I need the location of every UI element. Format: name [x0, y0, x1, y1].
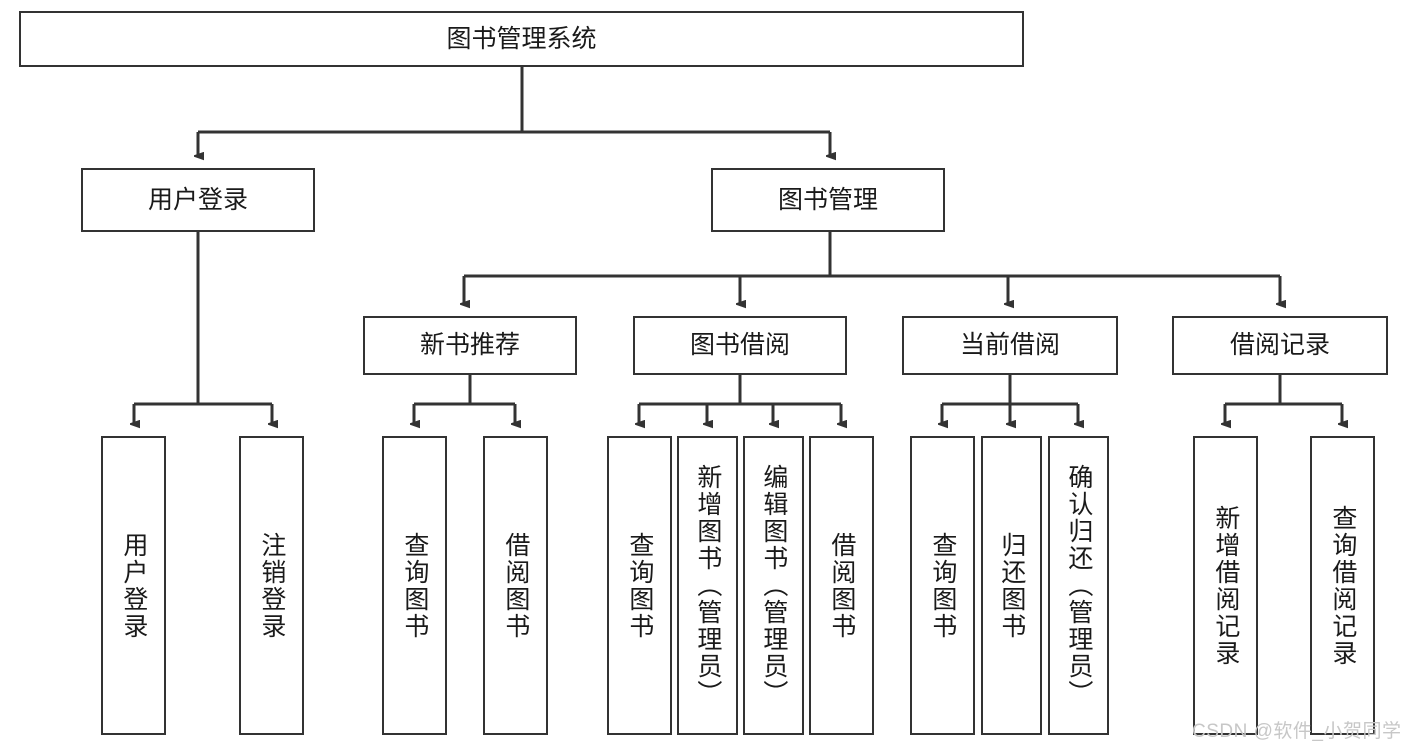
node-label: 用户登录 [119, 531, 148, 640]
leaf-records-add-record[interactable]: 新增借阅记录 [1193, 436, 1258, 735]
node-label: 借阅记录 [1229, 331, 1330, 360]
node-label: 查询图书 [928, 531, 957, 640]
node-label: 归还图书 [997, 531, 1026, 640]
leaf-user-login-login[interactable]: 用户登录 [101, 436, 166, 735]
leaf-current-confirm-return-admin[interactable]: 确认归还（管理员） [1048, 436, 1109, 735]
node-label: 当前借阅 [959, 331, 1060, 360]
leaf-current-query-book[interactable]: 查询图书 [910, 436, 975, 735]
leaf-borrow-edit-book-admin[interactable]: 编辑图书（管理员） [743, 436, 804, 735]
node-label: 借阅图书 [827, 531, 856, 640]
node-label: 确认归还（管理员） [1064, 464, 1093, 707]
leaf-user-login-logout[interactable]: 注销登录 [239, 436, 304, 735]
leaf-recommend-borrow-book[interactable]: 借阅图书 [483, 436, 548, 735]
node-label: 新增借阅记录 [1211, 504, 1240, 667]
leaf-records-query-record[interactable]: 查询借阅记录 [1310, 436, 1375, 735]
node-label: 新书推荐 [419, 331, 520, 360]
node-label: 用户登录 [147, 185, 248, 214]
node-label: 注销登录 [257, 531, 286, 640]
node-user-login[interactable]: 用户登录 [81, 168, 315, 232]
node-borrow-records[interactable]: 借阅记录 [1172, 316, 1388, 375]
node-current-borrow[interactable]: 当前借阅 [902, 316, 1118, 375]
node-label: 借阅图书 [501, 531, 530, 640]
node-label: 查询借阅记录 [1328, 504, 1357, 667]
node-book-management[interactable]: 图书管理 [711, 168, 945, 232]
node-new-book-recommend[interactable]: 新书推荐 [363, 316, 577, 375]
node-label: 新增图书（管理员） [693, 464, 722, 707]
csdn-watermark: CSDN @软件_小贺同学 [1192, 721, 1402, 742]
node-label: 图书管理系统 [446, 24, 597, 53]
node-book-borrow[interactable]: 图书借阅 [633, 316, 847, 375]
node-label: 查询图书 [400, 531, 429, 640]
leaf-current-return-book[interactable]: 归还图书 [981, 436, 1042, 735]
leaf-borrow-add-book-admin[interactable]: 新增图书（管理员） [677, 436, 738, 735]
node-label: 查询图书 [625, 531, 654, 640]
leaf-borrow-query-book[interactable]: 查询图书 [607, 436, 672, 735]
leaf-recommend-query-book[interactable]: 查询图书 [382, 436, 447, 735]
node-label: 图书管理 [777, 185, 878, 214]
leaf-borrow-borrow-book[interactable]: 借阅图书 [809, 436, 874, 735]
node-root-system[interactable]: 图书管理系统 [19, 11, 1024, 67]
node-label: 图书借阅 [689, 331, 790, 360]
node-label: 编辑图书（管理员） [759, 464, 788, 707]
